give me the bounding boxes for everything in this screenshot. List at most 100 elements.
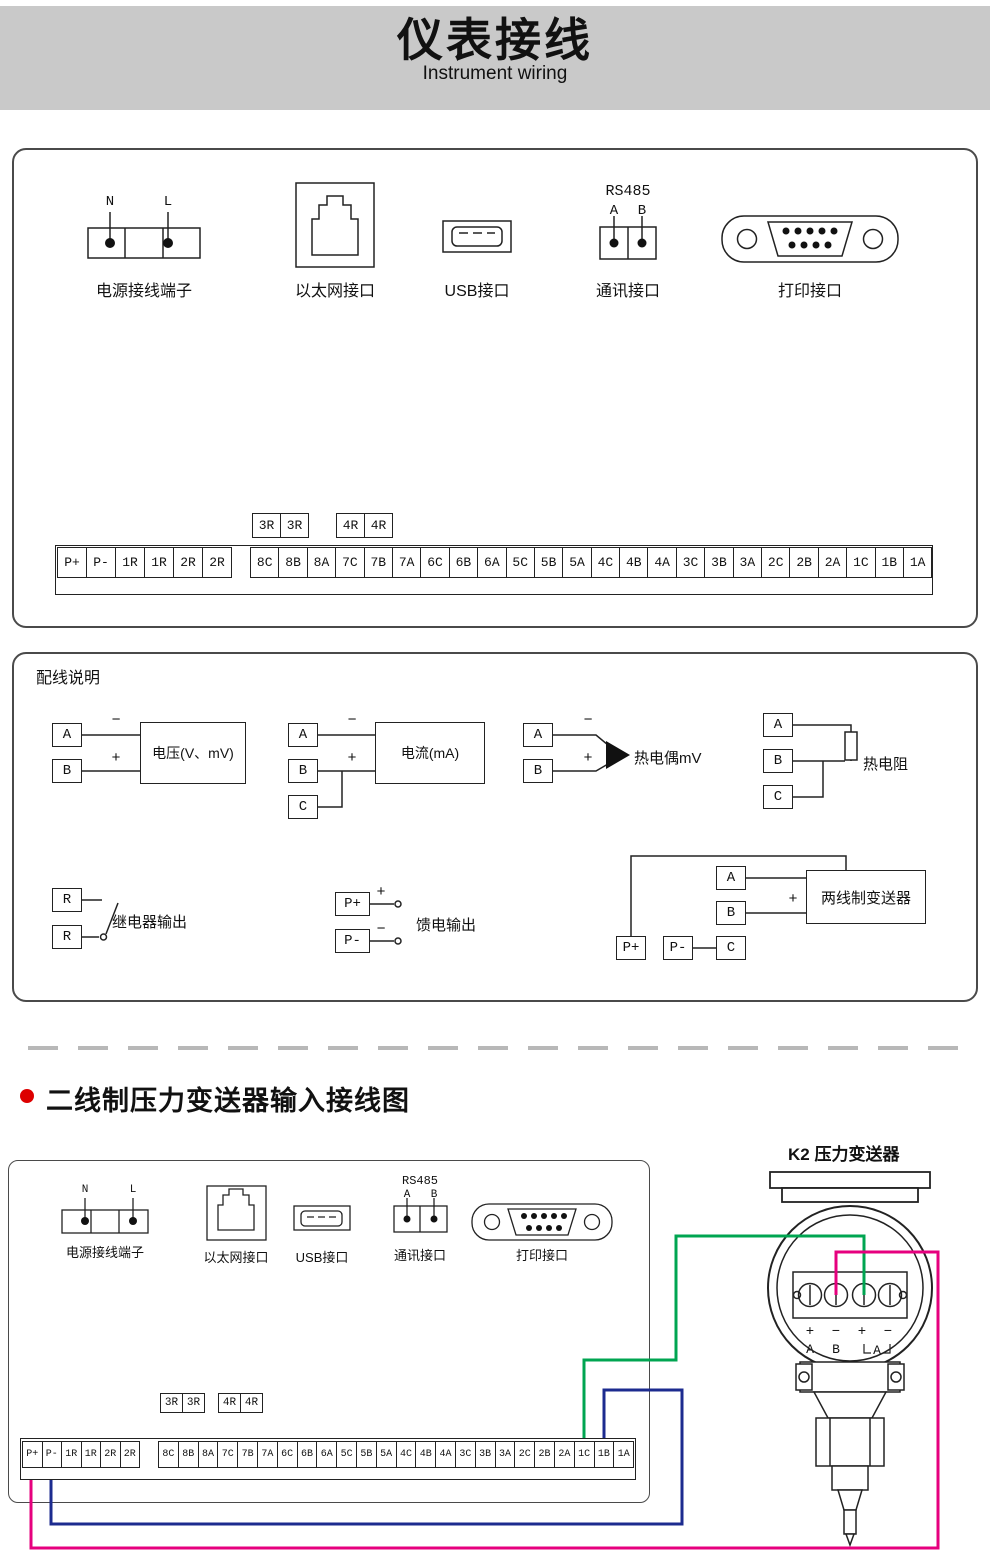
pin-label-a: A (609, 203, 619, 219)
two-wire-transmitter-box: 两线制变送器 (806, 870, 926, 924)
terminal-box-a: A (716, 866, 746, 890)
terminal-cell: 3C (675, 547, 706, 578)
terminal-cell: 6B (448, 547, 479, 578)
terminal-box-b: B (523, 759, 553, 783)
terminal-screws (792, 1282, 908, 1308)
page-title: 仪表接线 (397, 14, 593, 66)
terminal-cell: 7A (391, 547, 422, 578)
terminal-cell: 1B (593, 1441, 615, 1468)
terminal-box-b: B (763, 749, 793, 773)
port-label-ethernet: 以太网接口 (294, 283, 376, 300)
terminal-cell: 1A (902, 547, 933, 578)
terminal-cell: 2R (173, 547, 203, 578)
port-label-printer: 打印接口 (515, 1248, 569, 1263)
terminal-cell: 1C (846, 547, 876, 578)
terminal-cell: 5C (505, 547, 535, 578)
minus-sign: − (583, 712, 593, 729)
terminal-cell: 1B (874, 547, 904, 578)
terminal-cell: + (857, 1324, 867, 1340)
terminal-box-b: B (716, 901, 746, 925)
terminal-cell: 3B (474, 1441, 496, 1468)
terminal-cell: 7B (363, 547, 393, 578)
section-title: 二线制压力变送器输入接线图 (46, 1086, 410, 1116)
feed-output-label: 馈电输出 (416, 917, 477, 934)
k2-terminal-name-a1: A (806, 1342, 814, 1357)
rs485-label: RS485 (605, 183, 651, 200)
minus-sign: − (376, 921, 386, 938)
terminal-box-a: A (288, 723, 318, 747)
terminal-cell: 1R (80, 1441, 101, 1468)
terminal-cell: 5B (355, 1441, 377, 1468)
terminal-cell: 4C (395, 1441, 417, 1468)
terminal-box-b: B (288, 759, 318, 783)
k2-terminal-name-b: B (832, 1342, 840, 1357)
plus-sign: + (788, 891, 798, 908)
terminal-cell: P+ (22, 1441, 43, 1468)
terminal-cell: 7A (256, 1441, 278, 1468)
terminal-cell: 1R (61, 1441, 82, 1468)
terminal-cell: 3A (494, 1441, 516, 1468)
terminal-box-r2: R (52, 925, 82, 949)
terminal-cell: 3R (252, 513, 281, 538)
minus-sign: − (347, 712, 357, 729)
port-label-comm: 通讯接口 (393, 1248, 447, 1263)
port-label-printer: 打印接口 (777, 283, 843, 300)
terminal-cell: 8A (197, 1441, 219, 1468)
terminal-cell: 2B (534, 1441, 555, 1468)
terminal-cell: 7C (335, 547, 365, 578)
terminal-cell: 5C (336, 1441, 357, 1468)
k2-terminal-name-a2: A (873, 1343, 881, 1358)
terminal-cell: 6C (420, 547, 450, 578)
terminal-cell: 3R (182, 1393, 205, 1413)
terminal-cell: 2C (761, 547, 791, 578)
terminal-cell: 4C (590, 547, 621, 578)
terminal-cell: 1C (573, 1441, 595, 1468)
port-label-usb: USB接口 (295, 1250, 349, 1265)
port-label-comm: 通讯接口 (595, 283, 661, 300)
terminal-cell: 4R (218, 1393, 241, 1413)
pin-label-a: A (403, 1189, 411, 1201)
terminal-box-a: A (52, 723, 82, 747)
minus-sign: − (111, 712, 121, 729)
terminal-cell: + (805, 1324, 815, 1340)
terminal-cell: 3C (454, 1441, 476, 1468)
pin-label-l: L (163, 194, 173, 210)
pin-label-b: B (430, 1189, 438, 1201)
plus-sign: + (583, 750, 593, 767)
terminal-cell: P+ (57, 547, 87, 578)
k2-transmitter-title: K2 压力变送器 (788, 1145, 900, 1164)
rs485-label: RS485 (401, 1174, 439, 1188)
terminal-box-pplus: P+ (335, 892, 370, 916)
terminal-cell: 4A (435, 1441, 456, 1468)
terminal-cell: 8B (278, 547, 308, 578)
terminal-cell: 2A (817, 547, 848, 578)
pin-label-b: B (637, 203, 647, 219)
terminal-cell: 7C (217, 1441, 239, 1468)
terminal-cell: 4R (240, 1393, 263, 1413)
pin-label-l: L (129, 1184, 137, 1196)
terminal-cell: 1R (115, 547, 145, 578)
terminal-cell: 2A (553, 1441, 575, 1468)
page-header: 仪表接线 Instrument wiring (0, 6, 990, 110)
terminal-box-c: C (288, 795, 318, 819)
panel-wiring (12, 652, 978, 1002)
terminal-cell: 4R (364, 513, 393, 538)
terminal-cell: 8C (158, 1441, 179, 1468)
wiring-title: 配线说明 (36, 670, 101, 687)
terminal-cell: 7B (237, 1441, 258, 1468)
terminal-box-pminus: P- (335, 929, 370, 953)
terminal-cell: 3R (280, 513, 309, 538)
terminal-cell: 4R (336, 513, 365, 538)
terminal-cell: − (883, 1324, 893, 1340)
terminal-box-a: A (523, 723, 553, 747)
relay-output-label: 继电器输出 (112, 914, 188, 931)
page-subtitle: Instrument wiring (422, 62, 568, 84)
